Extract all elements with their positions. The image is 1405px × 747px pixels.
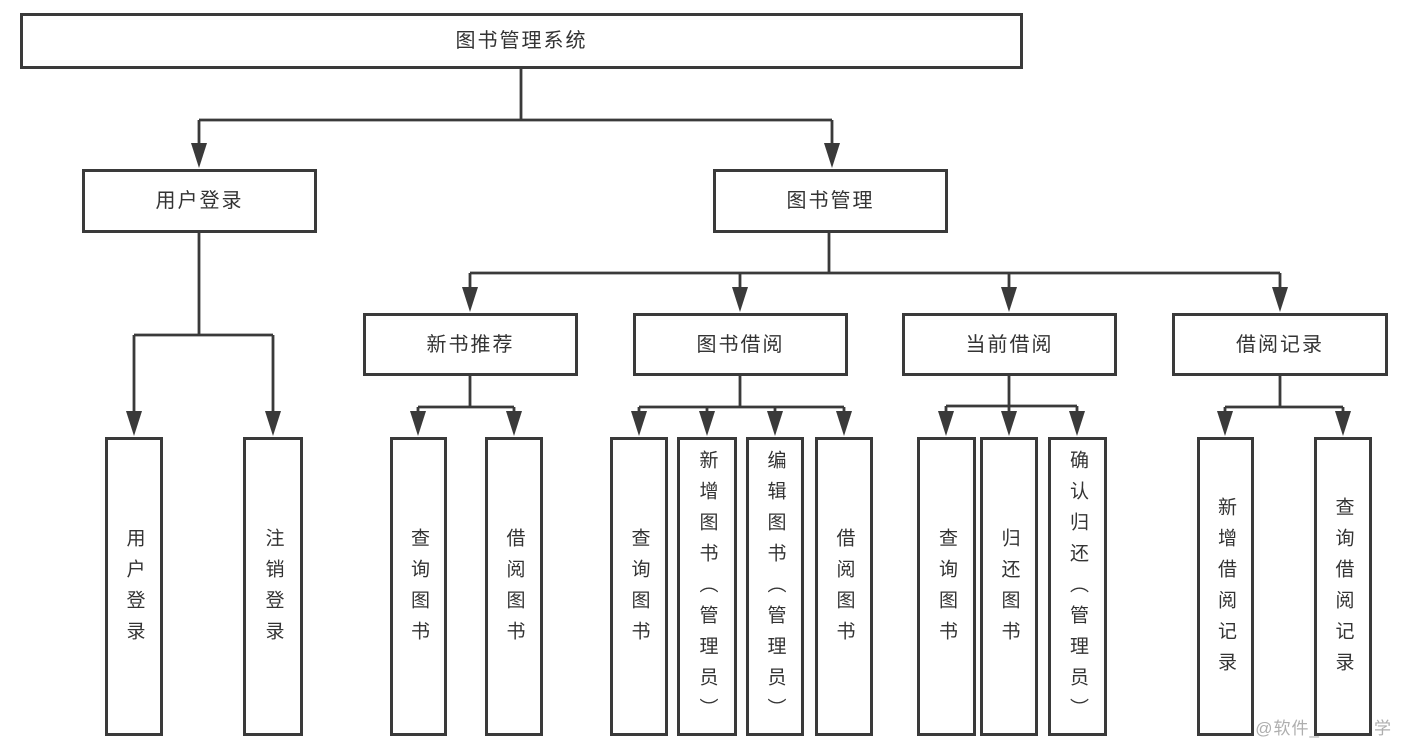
arrowhead-icon (631, 411, 647, 436)
node-leaf-query-books-1: 查询图书 (390, 437, 447, 736)
node-leaf-edit-books: 编辑图书（管理员） (746, 437, 804, 736)
arrowhead-icon (824, 143, 840, 168)
node-leaf-borrow-books-1: 借阅图书 (485, 437, 543, 736)
arrowhead-icon (699, 411, 715, 436)
arrowhead-icon (836, 411, 852, 436)
node-borrowing-records: 借阅记录 (1172, 313, 1388, 376)
arrowhead-icon (462, 287, 478, 312)
arrowhead-icon (1217, 411, 1233, 436)
connector-line (468, 233, 1282, 307)
node-current-borrowing: 当前借阅 (902, 313, 1117, 376)
arrowhead-icon (191, 143, 207, 168)
arrowhead-icon (1069, 411, 1085, 436)
node-leaf-query-books-2: 查询图书 (610, 437, 668, 736)
node-book-borrowing: 图书借阅 (633, 313, 848, 376)
arrowhead-icon (1001, 287, 1017, 312)
node-book-management: 图书管理 (713, 169, 948, 233)
node-leaf-return-books: 归还图书 (980, 437, 1038, 736)
connector-line (637, 376, 846, 431)
node-leaf-query-books-3: 查询图书 (917, 437, 976, 736)
node-user-login: 用户登录 (82, 169, 317, 233)
node-root: 图书管理系统 (20, 13, 1023, 69)
node-leaf-logout: 注销登录 (243, 437, 303, 736)
arrowhead-icon (1335, 411, 1351, 436)
node-leaf-confirm-return: 确认归还（管理员） (1048, 437, 1107, 736)
arrowhead-icon (732, 287, 748, 312)
connector-line (1223, 376, 1345, 431)
connector-line (197, 69, 834, 163)
node-leaf-user-login: 用户登录 (105, 437, 163, 736)
node-leaf-query-borrow-record: 查询借阅记录 (1314, 437, 1372, 736)
node-leaf-borrow-books-2: 借阅图书 (815, 437, 873, 736)
connector-line (416, 376, 516, 431)
connector-line (944, 376, 1079, 431)
arrowhead-icon (1272, 287, 1288, 312)
node-leaf-add-books: 新增图书（管理员） (677, 437, 737, 736)
node-new-book-recommend: 新书推荐 (363, 313, 578, 376)
arrowhead-icon (126, 411, 142, 436)
connector-line (132, 233, 275, 431)
arrowhead-icon (506, 411, 522, 436)
arrowhead-icon (265, 411, 281, 436)
arrowhead-icon (938, 411, 954, 436)
node-leaf-add-borrow-record: 新增借阅记录 (1197, 437, 1254, 736)
arrowhead-icon (410, 411, 426, 436)
arrowhead-icon (1001, 411, 1017, 436)
arrowhead-icon (767, 411, 783, 436)
